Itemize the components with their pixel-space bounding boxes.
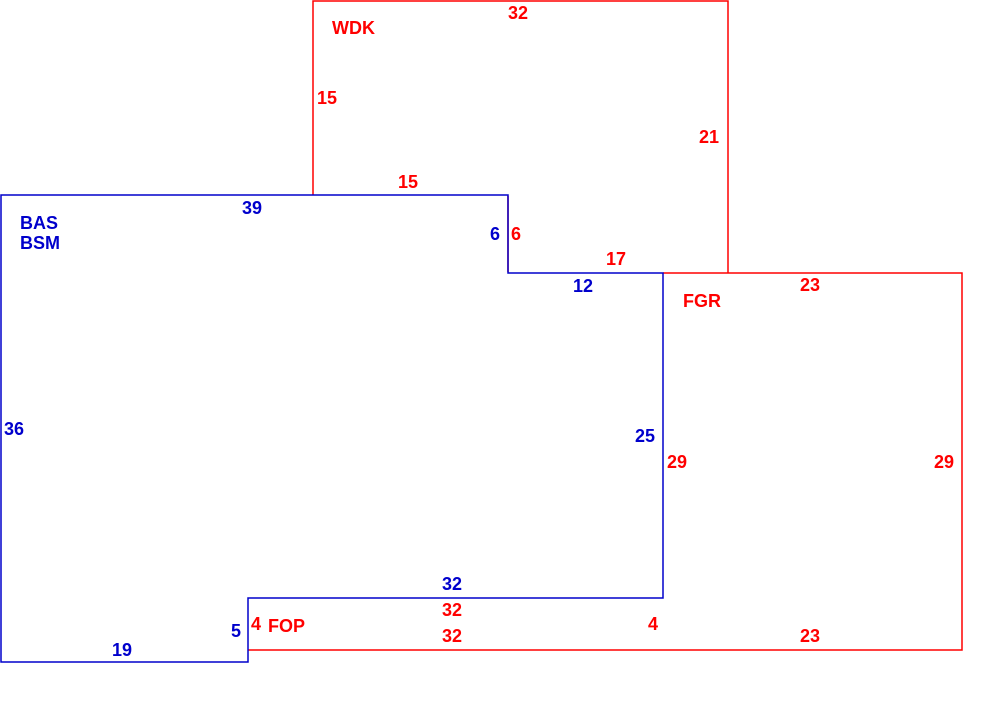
wdk-lower-dimension: 17 <box>606 249 626 269</box>
bas-code-label: BAS <box>20 213 58 233</box>
wdk-left-dimension: 15 <box>317 88 337 108</box>
bsm-code-label: BSM <box>20 233 60 253</box>
wdk-outline <box>312 0 729 273</box>
bas-right-dimension: 25 <box>635 426 655 446</box>
fop-bottom-dimension: 32 <box>442 626 462 646</box>
fgr-left-dimension: 29 <box>667 452 687 472</box>
bas-bottom-dimension: 19 <box>112 640 132 660</box>
fop-left-dimension: 4 <box>251 614 261 634</box>
wdk-code-label: WDK <box>332 18 375 38</box>
bas-step-width-dimension: 12 <box>573 276 593 296</box>
fop-area: FOP 4 32 32 4 <box>248 600 663 651</box>
fgr-area: FGR 23 29 29 23 <box>663 272 963 651</box>
fgr-bottom-dimension: 23 <box>800 626 820 646</box>
bas-top-dimension: 39 <box>242 198 262 218</box>
fgr-top-dimension: 23 <box>800 275 820 295</box>
wdk-top-dimension: 32 <box>508 3 528 23</box>
fop-code-label: FOP <box>268 616 305 636</box>
fgr-right-dimension: 29 <box>934 452 954 472</box>
fop-right-dimension: 4 <box>648 614 658 634</box>
bas-outline <box>0 194 664 663</box>
wdk-bottom-dimension: 15 <box>398 172 418 192</box>
wdk-step-dimension: 6 <box>511 224 521 244</box>
wdk-right-dimension: 21 <box>699 127 719 147</box>
bas-notch-dimension: 5 <box>231 621 241 641</box>
bas-left-dimension: 36 <box>4 419 24 439</box>
bas-lower-dimension: 32 <box>442 574 462 594</box>
fgr-code-label: FGR <box>683 291 721 311</box>
wdk-area: WDK 32 15 21 15 6 17 <box>312 0 729 273</box>
fgr-outline <box>663 272 963 651</box>
fop-top-dimension: 32 <box>442 600 462 620</box>
bas-area: BAS BSM 39 6 12 36 25 32 5 19 <box>0 194 664 663</box>
bas-step-dimension: 6 <box>490 224 500 244</box>
